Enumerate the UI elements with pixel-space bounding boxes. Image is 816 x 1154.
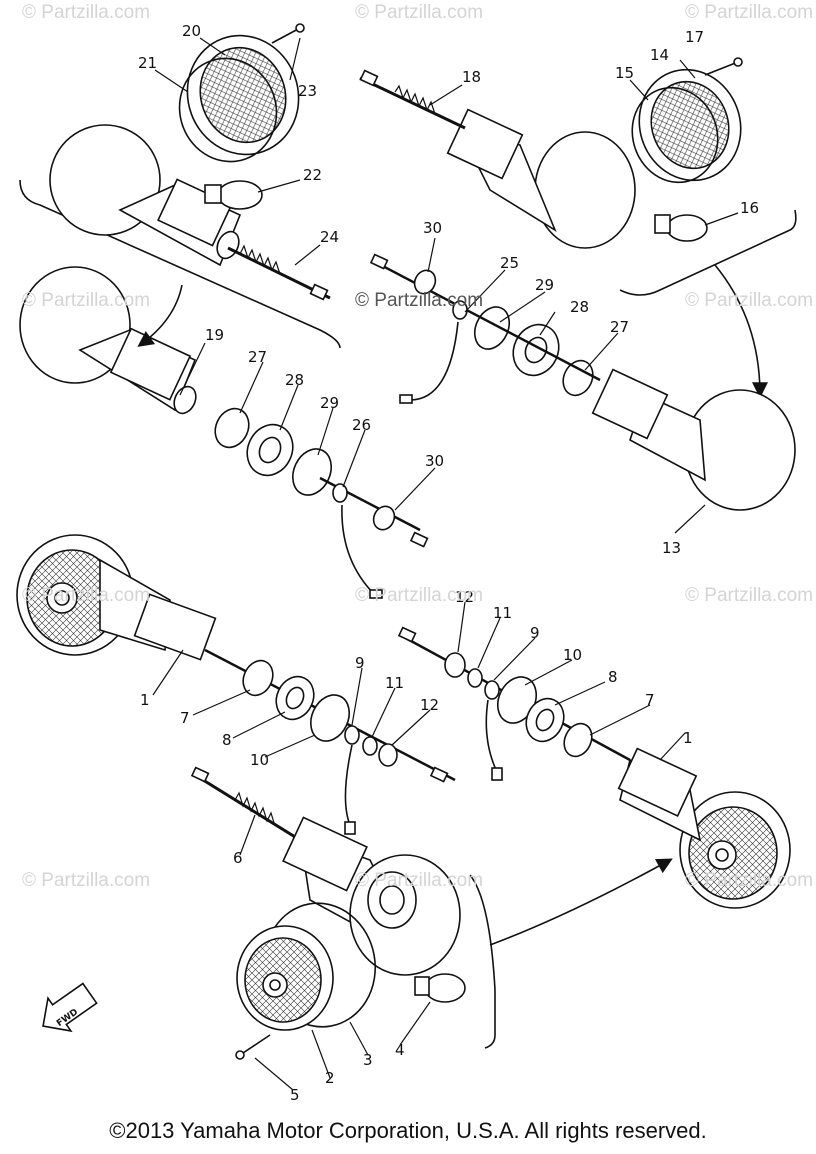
callout-17: 17 bbox=[685, 28, 704, 46]
callout-25: 25 bbox=[500, 254, 519, 272]
callout-8: 8 bbox=[608, 668, 618, 686]
watermark: © Partzilla.com bbox=[355, 585, 484, 606]
callout-29: 29 bbox=[320, 394, 339, 412]
callout-13: 13 bbox=[662, 539, 681, 557]
watermark: © Partzilla.com bbox=[355, 870, 484, 891]
callout-27: 27 bbox=[610, 318, 629, 336]
watermark: © Partzilla.com bbox=[22, 290, 151, 311]
callout-16: 16 bbox=[740, 199, 759, 217]
callout-9: 9 bbox=[530, 624, 540, 642]
callout-12: 12 bbox=[420, 696, 439, 714]
callout-28: 28 bbox=[285, 371, 304, 389]
callout-1: 1 bbox=[140, 691, 150, 709]
callout-10: 10 bbox=[250, 751, 269, 769]
front-signal-assembly-top-left bbox=[19, 23, 341, 349]
watermark: © Partzilla.com bbox=[22, 2, 151, 23]
callout-30: 30 bbox=[423, 219, 442, 237]
watermark: © Partzilla.com bbox=[22, 585, 151, 606]
fwd-direction-arrow bbox=[42, 982, 98, 1033]
callout-29: 29 bbox=[535, 276, 554, 294]
callout-19: 19 bbox=[205, 326, 224, 344]
callout-22: 22 bbox=[303, 166, 322, 184]
rear-signal-assembly-middle-left bbox=[19, 266, 429, 599]
callout-8: 8 bbox=[222, 731, 232, 749]
front-signal-assembly-bottom bbox=[190, 766, 673, 1060]
rear-signal-assembly-lower-left bbox=[16, 534, 456, 835]
rear-signal-assembly-middle-right bbox=[369, 253, 796, 511]
front-signal-assembly-top-right bbox=[359, 57, 797, 399]
callout-2: 2 bbox=[325, 1069, 335, 1087]
callout-18: 18 bbox=[462, 68, 481, 86]
callout-23: 23 bbox=[298, 82, 317, 100]
callout-9: 9 bbox=[355, 654, 365, 672]
callout-26: 26 bbox=[352, 416, 371, 434]
callout-7: 7 bbox=[645, 691, 655, 709]
callout-7: 7 bbox=[180, 709, 190, 727]
callout-27: 27 bbox=[248, 348, 267, 366]
callout-5: 5 bbox=[290, 1086, 300, 1104]
watermark: © Partzilla.com bbox=[22, 870, 151, 891]
callout-30: 30 bbox=[425, 452, 444, 470]
watermark: © Partzilla.com bbox=[685, 585, 814, 606]
copyright-notice: ©2013 Yamaha Motor Corporation, U.S.A. A… bbox=[109, 1118, 707, 1143]
watermark: © Partzilla.com bbox=[355, 290, 484, 311]
watermark: © Partzilla.com bbox=[685, 870, 814, 891]
watermark: © Partzilla.com bbox=[355, 2, 484, 23]
callout-21: 21 bbox=[138, 54, 157, 72]
watermark: © Partzilla.com bbox=[685, 2, 814, 23]
callout-4: 4 bbox=[395, 1041, 405, 1059]
callout-24: 24 bbox=[320, 228, 339, 246]
callout-6: 6 bbox=[233, 849, 243, 867]
callout-20: 20 bbox=[182, 22, 201, 40]
callout-12: 12 bbox=[455, 588, 474, 606]
callout-28: 28 bbox=[570, 298, 589, 316]
watermark: © Partzilla.com bbox=[685, 290, 814, 311]
callout-11: 11 bbox=[385, 674, 404, 692]
callout-3: 3 bbox=[363, 1051, 373, 1069]
callout-11: 11 bbox=[493, 604, 512, 622]
callout-14: 14 bbox=[650, 46, 669, 64]
rear-signal-assembly-lower-right bbox=[397, 626, 791, 909]
callout-10: 10 bbox=[563, 646, 582, 664]
callout-1: 1 bbox=[683, 729, 693, 747]
callout-15: 15 bbox=[615, 64, 634, 82]
